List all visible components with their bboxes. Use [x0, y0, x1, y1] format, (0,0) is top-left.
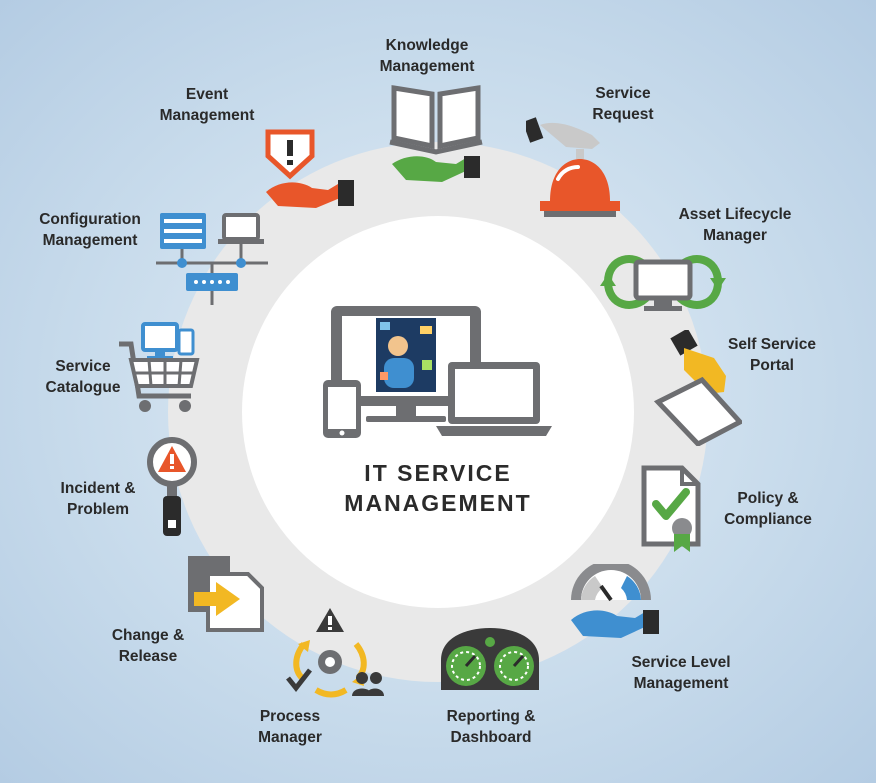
- label-configuration-management: Configuration Management: [39, 211, 141, 249]
- shopping-cart-icon: [119, 322, 200, 412]
- label-knowledge-management: Knowledge Management: [379, 37, 475, 75]
- label-service-level-management: Service Level Management: [631, 654, 731, 692]
- hand-document-icon: [654, 330, 742, 446]
- book-hand-icon: [389, 85, 483, 182]
- label-policy-compliance: Policy & Compliance: [724, 490, 812, 528]
- service-bell-icon: [526, 117, 620, 217]
- magnifier-warning-icon: [147, 437, 197, 536]
- devices-icon: [323, 306, 552, 438]
- label-change-release: Change & Release: [111, 627, 185, 665]
- label-asset-lifecycle-manager: Asset Lifecycle Manager: [678, 206, 792, 244]
- monitor-cycle-icon: [600, 255, 726, 311]
- certificate-icon: [641, 465, 701, 552]
- label-event-management: Event Management: [159, 86, 255, 124]
- center-disc: [242, 216, 634, 608]
- label-self-service-portal: Self Service Portal: [728, 336, 816, 374]
- network-servers-icon: [156, 213, 268, 305]
- alert-hand-icon: [265, 129, 354, 208]
- process-cycle-icon: [286, 608, 384, 698]
- label-incident-problem: Incident & Problem: [60, 480, 136, 518]
- gauge-hand-icon: [571, 564, 659, 638]
- label-process-manager: Process Manager: [258, 708, 322, 746]
- dashboard-gauges-icon: [441, 628, 539, 690]
- label-service-catalogue: Service Catalogue: [45, 358, 121, 396]
- center-title-line1: IT SERVICE: [364, 460, 512, 486]
- document-arrow-icon: [188, 556, 264, 632]
- center-title-line2: MANAGEMENT: [344, 490, 532, 516]
- center-title: IT SERVICE MANAGEMENT: [344, 458, 531, 518]
- label-reporting-dashboard: Reporting & Dashboard: [446, 708, 536, 746]
- label-service-request: Service Request: [592, 85, 654, 123]
